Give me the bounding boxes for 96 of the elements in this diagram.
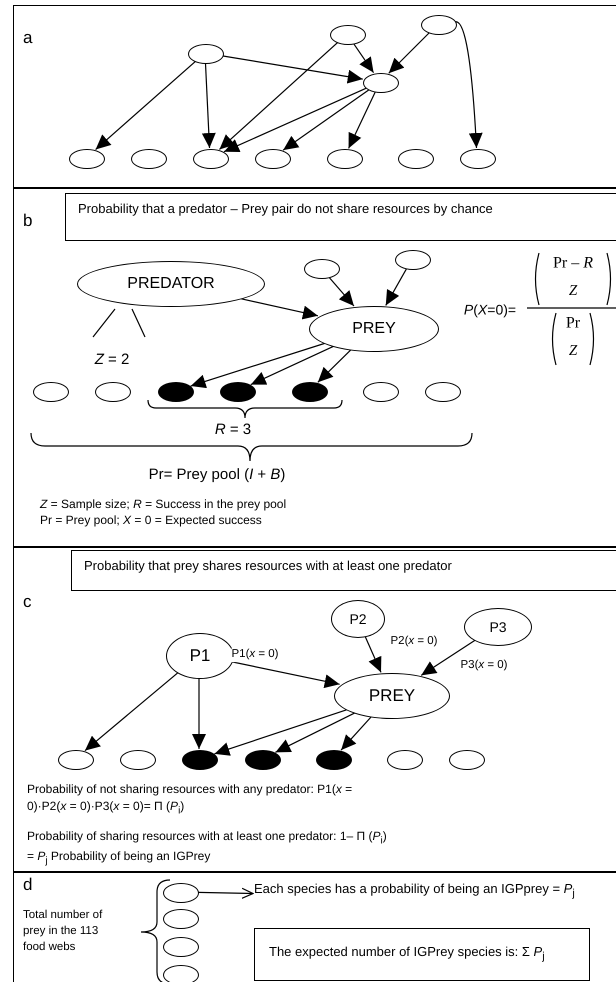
arrow (250, 346, 334, 386)
species-ellipse (363, 73, 399, 93)
ellipse-node (334, 673, 450, 719)
shared-species-ellipse (245, 750, 281, 770)
formula-text: Pr – R (553, 253, 593, 273)
note-text: Probability of sharing resources with at least one predator: 1– Π (P$_{i}$) = P$_{j}$ Probability of being an IGPrey (27, 828, 387, 869)
arrow (231, 661, 340, 688)
arrow (224, 88, 366, 152)
heading-box (65, 193, 616, 241)
species-ellipse (163, 909, 199, 929)
note-text: Total number of prey in the 113 food webs (23, 908, 104, 956)
arrow (340, 716, 372, 750)
formula-text: R = 3 (214, 421, 252, 439)
note-text: Z = Sample size; R = Success in the prey pool (40, 497, 286, 512)
arrow (219, 42, 338, 150)
node-label: P1 (190, 646, 210, 666)
formula-text: Z = 2 (94, 351, 130, 369)
arrow (222, 55, 363, 84)
formula-text: Pr= Prey pool (I + B) (148, 466, 286, 484)
heading-text: The expected number of IGPrey species is: Σ P$_{j}$ (269, 944, 545, 964)
species-ellipse (120, 750, 156, 770)
panel-letter: b (23, 211, 32, 231)
node-label: PREDATOR (127, 275, 215, 293)
species-ellipse (460, 149, 496, 169)
species-ellipse (363, 382, 399, 402)
panel (13, 872, 616, 982)
edge-label: P2(x = 0) (390, 635, 438, 649)
panel (13, 547, 616, 872)
shared-species-ellipse (220, 382, 256, 402)
arrow (240, 298, 318, 320)
species-ellipse (131, 149, 167, 169)
panel-letter: a (23, 28, 32, 48)
ellipse-node (331, 600, 385, 638)
arrow (192, 678, 206, 749)
species-ellipse (163, 883, 199, 903)
panel (13, 188, 616, 547)
arrow (348, 91, 376, 149)
species-ellipse (163, 937, 199, 957)
panel-letter: d (23, 875, 32, 895)
species-ellipse (398, 149, 434, 169)
species-ellipse (188, 44, 224, 64)
arrow (364, 636, 382, 673)
species-ellipse (395, 250, 431, 270)
species-ellipse (387, 750, 423, 770)
arrow (420, 640, 476, 676)
species-ellipse (449, 750, 485, 770)
formula-text: Pr (566, 313, 580, 333)
arrow (84, 672, 178, 752)
result-box (254, 928, 590, 981)
note-text: Pr = Prey pool; X = 0 = Expected success (40, 513, 262, 528)
arrow (275, 712, 356, 753)
species-ellipse (304, 259, 340, 279)
species-ellipse (163, 965, 199, 982)
formula-text: P(X=0)= (464, 302, 516, 318)
arrow (190, 342, 325, 388)
node-label: PREY (368, 686, 416, 706)
edge-label: P3(x = 0) (460, 659, 508, 673)
shared-species-ellipse (292, 382, 328, 402)
edge-label: P1(x = 0) (232, 648, 278, 662)
panel-letter: c (23, 592, 32, 612)
shared-species-ellipse (316, 750, 352, 770)
species-ellipse (255, 149, 291, 169)
arrow (455, 21, 483, 148)
species-ellipse (425, 382, 461, 402)
arrow (317, 349, 352, 383)
arrow (328, 276, 354, 306)
note-text: Probability of not sharing resources with any predator: P1(x = 0)·P2(x = 0)·P3(x = 0)= Π (P$_{i}$) (27, 781, 354, 818)
ellipse-node (309, 306, 439, 352)
arrow (388, 32, 430, 74)
arrow (214, 709, 347, 756)
arrow (352, 43, 374, 73)
species-ellipse (327, 149, 363, 169)
species-ellipse (193, 149, 229, 169)
species-ellipse (33, 382, 69, 402)
node-label: P3 (489, 619, 507, 635)
species-ellipse (421, 15, 457, 35)
species-ellipse (69, 149, 105, 169)
arrow (282, 89, 370, 151)
shared-species-ellipse (182, 750, 218, 770)
arrow (198, 888, 254, 899)
species-ellipse (95, 382, 131, 402)
note-text: Each species has a probability of being an IGPprey = P$_{j}$ (254, 881, 575, 902)
species-ellipse (330, 25, 366, 45)
arrow (385, 268, 408, 306)
heading-box (71, 550, 616, 591)
node-label: PREY (352, 320, 396, 338)
formula-text: Z (568, 282, 578, 300)
shared-species-ellipse (158, 382, 194, 402)
formula-text: Z (568, 342, 578, 360)
node-label: P2 (349, 611, 367, 627)
panel (13, 5, 616, 188)
heading-text: Probability that prey shares resources with at least one predator (84, 558, 452, 574)
arrow (95, 61, 196, 150)
species-ellipse (58, 750, 94, 770)
arrow (202, 62, 216, 148)
heading-text: Probability that a predator – Prey pair do not share resources by chance (78, 201, 493, 218)
